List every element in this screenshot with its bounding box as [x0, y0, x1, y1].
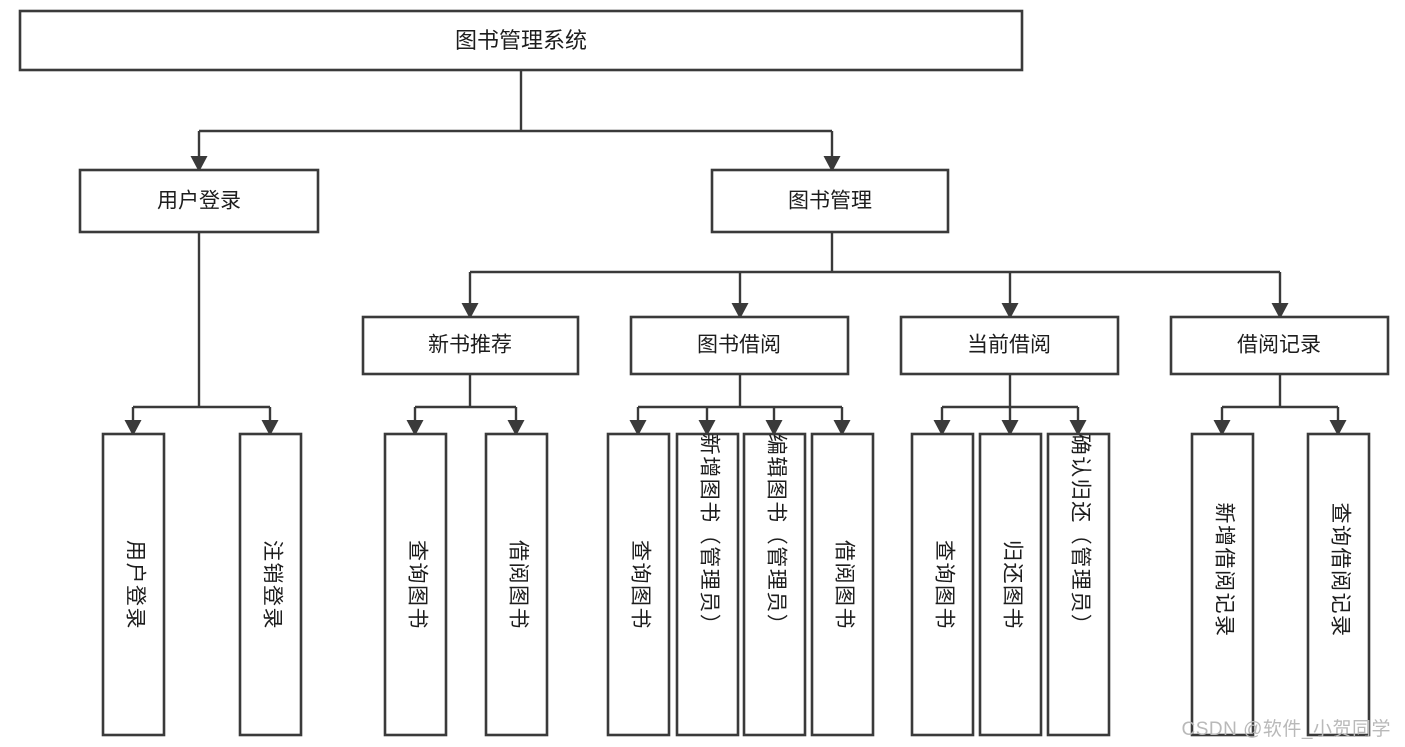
node-current-borrow[interactable]: 当前借阅	[899, 315, 1120, 376]
root-label: 图书管理系统	[455, 28, 587, 53]
borrow-record-label: 借阅记录	[1237, 334, 1321, 357]
leaf-label: 归还图书	[1000, 540, 1023, 630]
leaf-label: 编辑图书（管理员）	[764, 434, 787, 637]
leaf-box	[978, 432, 1043, 737]
leaf-label: 确认归还（管理员）	[1068, 434, 1091, 637]
new-book-recommend-label: 新书推荐	[428, 334, 512, 357]
leaf-add-borrow-record[interactable]: 新增借阅记录	[1190, 432, 1255, 737]
node-book-borrow[interactable]: 图书借阅	[629, 315, 850, 376]
leaf-box	[675, 432, 740, 737]
leaf-box	[484, 432, 549, 737]
new-book-recommend-box	[361, 315, 580, 376]
node-root-system[interactable]: 图书管理系统	[18, 9, 1024, 72]
leaf-query-borrow-record[interactable]: 查询借阅记录	[1306, 432, 1371, 737]
leaf-label: 借阅图书	[506, 540, 529, 630]
leaf-query-book-current[interactable]: 查询图书	[910, 432, 975, 737]
leaf-box	[1306, 432, 1371, 737]
leaf-query-book-borrow[interactable]: 查询图书	[606, 432, 671, 737]
book-management-label: 图书管理	[788, 190, 872, 213]
node-user-login[interactable]: 用户登录	[78, 168, 320, 234]
root-box	[18, 9, 1024, 72]
leaf-label: 查询图书	[405, 540, 428, 630]
leaf-return-book[interactable]: 归还图书	[978, 432, 1043, 737]
current-borrow-box	[899, 315, 1120, 376]
book-borrow-label: 图书借阅	[697, 334, 781, 357]
leaf-borrow-book-newbook[interactable]: 借阅图书	[484, 432, 549, 737]
leaf-box	[606, 432, 671, 737]
leaf-box	[810, 432, 875, 737]
leaf-borrow-book[interactable]: 借阅图书	[810, 432, 875, 737]
leaf-box	[238, 432, 303, 737]
user-login-label: 用户登录	[157, 190, 241, 213]
book-management-box	[710, 168, 950, 234]
leaf-confirm-return-admin[interactable]: 确认归还（管理员）	[1046, 432, 1111, 737]
leaf-user-login[interactable]: 用户登录	[101, 432, 166, 737]
node-book-management[interactable]: 图书管理	[710, 168, 950, 234]
leaf-query-book-newbook[interactable]: 查询图书	[383, 432, 448, 737]
leaf-label: 新增图书（管理员）	[697, 434, 720, 637]
leaf-label: 注销登录	[260, 540, 283, 630]
current-borrow-label: 当前借阅	[967, 334, 1051, 357]
leaf-label: 查询借阅记录	[1328, 503, 1351, 638]
book-borrow-box	[629, 315, 850, 376]
leaf-label: 查询图书	[932, 540, 955, 630]
leaf-box	[1046, 432, 1111, 737]
leaf-box	[742, 432, 807, 737]
node-new-book-recommend[interactable]: 新书推荐	[361, 315, 580, 376]
leaf-label: 用户登录	[123, 540, 146, 630]
leaf-label: 借阅图书	[832, 540, 855, 630]
leaf-label: 新增借阅记录	[1212, 503, 1235, 638]
leaf-box	[383, 432, 448, 737]
leaf-logout[interactable]: 注销登录	[238, 432, 303, 737]
leaf-box	[1190, 432, 1255, 737]
borrow-record-box	[1169, 315, 1390, 376]
user-login-box	[78, 168, 320, 234]
leaf-edit-book-admin[interactable]: 编辑图书（管理员）	[742, 432, 807, 737]
connectors	[124, 70, 1347, 436]
leaf-add-book-admin[interactable]: 新增图书（管理员）	[675, 432, 740, 737]
node-borrow-record[interactable]: 借阅记录	[1169, 315, 1390, 376]
leaf-label: 查询图书	[628, 540, 651, 630]
leaf-box	[101, 432, 166, 737]
leaf-box	[910, 432, 975, 737]
